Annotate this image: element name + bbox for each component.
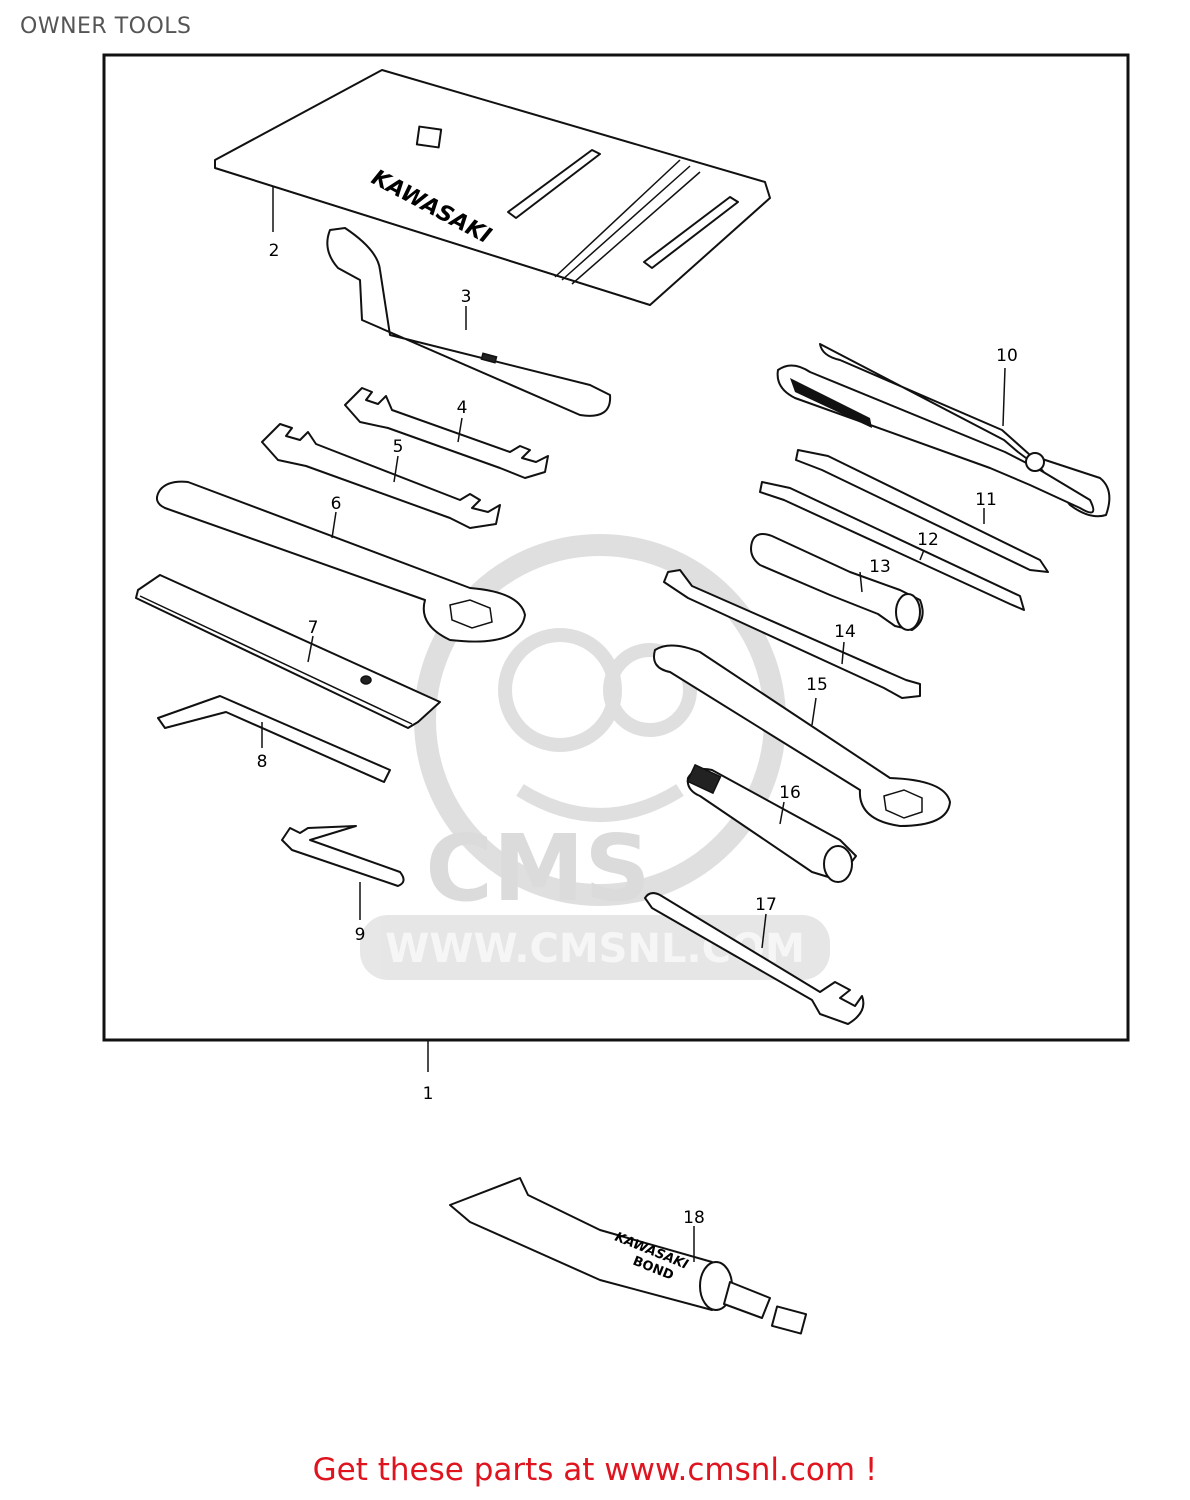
callout-9: 9	[355, 925, 366, 945]
part-5-open-end-wrench	[261, 423, 501, 529]
callout-14: 14	[834, 622, 856, 642]
callout-1: 1	[423, 1084, 434, 1104]
part-8-hex-key	[157, 695, 391, 783]
part-4-open-end-wrench	[344, 387, 549, 479]
part-6-box-wrench	[155, 480, 526, 643]
callout-8: 8	[257, 752, 268, 772]
part-2-tool-bag: KAWASAKI	[214, 69, 771, 306]
part-15-box-wrench	[653, 644, 951, 827]
kit-frame	[102, 53, 1130, 1042]
callout-12: 12	[917, 530, 939, 550]
callout-labels: 1 2 3 4 5 6 7 8 9 10 11 12 13 14 15 16 1…	[257, 241, 1018, 1228]
part-13-screwdriver-handle	[750, 533, 924, 631]
callout-17: 17	[755, 895, 777, 915]
callout-4: 4	[457, 398, 468, 418]
part-16-plug-wrench	[686, 763, 857, 883]
callout-11: 11	[975, 490, 997, 510]
page-title: OWNER TOOLS	[20, 14, 192, 39]
part-7-flat-bar	[135, 574, 441, 729]
part-12-screwdriver	[759, 481, 1025, 611]
watermark-logo: CMS	[425, 815, 650, 922]
promo-link[interactable]: Get these parts at www.cmsnl.com !	[312, 1452, 878, 1488]
part-17-open-end-wrench	[644, 892, 865, 1025]
callout-2: 2	[269, 241, 280, 261]
callout-6: 6	[331, 494, 342, 514]
part-3-hook-wrench	[326, 227, 612, 417]
callout-18: 18	[683, 1208, 705, 1228]
callout-10: 10	[996, 346, 1018, 366]
callout-5: 5	[393, 437, 404, 457]
callout-15: 15	[806, 675, 828, 695]
callout-13: 13	[869, 557, 891, 577]
part-14-extension-bar	[663, 569, 921, 699]
part-9-spoke-tool	[281, 825, 405, 920]
part-10-pliers	[776, 343, 1111, 518]
part-11-screwdriver	[795, 449, 1049, 573]
callout-16: 16	[779, 783, 801, 803]
callout-3: 3	[461, 287, 472, 307]
callout-7: 7	[308, 618, 319, 638]
part-18-bond-tube: KAWASAKI BOND	[449, 1177, 808, 1335]
